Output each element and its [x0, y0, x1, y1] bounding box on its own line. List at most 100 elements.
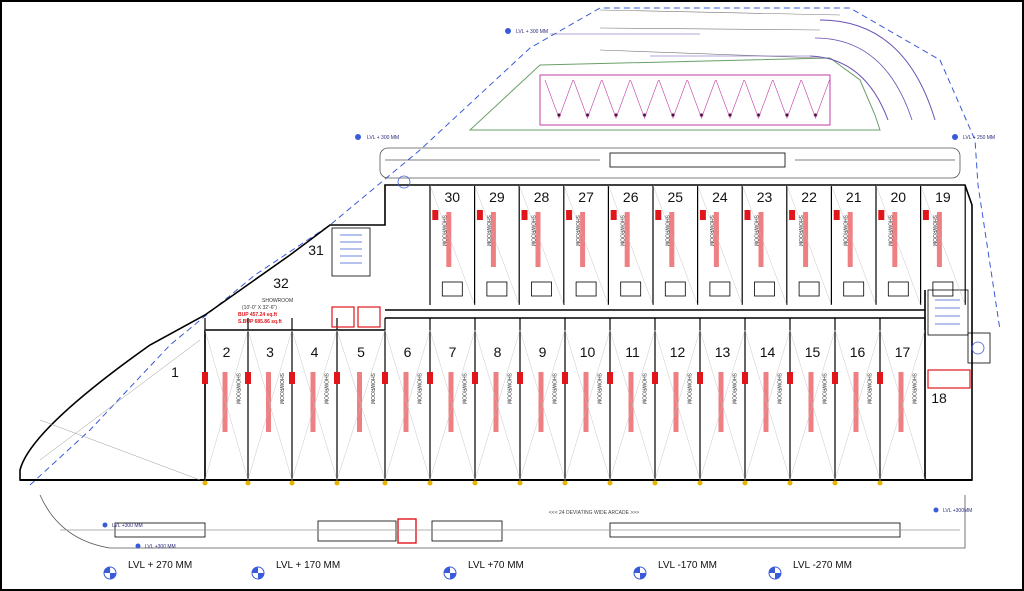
- column-marker: [877, 372, 883, 384]
- shop-label: SHOWROOM: [235, 373, 241, 404]
- area-figure-marker: [669, 212, 675, 267]
- shutter-symbol: [754, 281, 775, 297]
- shop-number-17: 17: [895, 344, 911, 360]
- diagonal-line: [564, 329, 611, 481]
- column-marker: [922, 210, 929, 220]
- shop-number-28: 28: [534, 189, 550, 205]
- column-dot: [697, 480, 703, 486]
- shop-32-bup: BUP 457.24 sq.ft: [238, 312, 277, 318]
- area-figure-marker: [892, 212, 898, 267]
- area-figure-marker: [808, 372, 814, 432]
- diagonal-line: [654, 329, 701, 481]
- shutter-symbol: [531, 281, 552, 297]
- shop-number-4: 4: [311, 344, 319, 360]
- shop-label: SHOWROOM: [753, 215, 759, 246]
- shutter-symbol: [798, 281, 820, 297]
- shop-number-31: 31: [308, 242, 324, 258]
- level-side-2: LVL +300 MM: [145, 544, 176, 550]
- shop-number-7: 7: [449, 344, 457, 360]
- level-text: LVL + 270 MM: [128, 560, 192, 571]
- shutter-symbol: [932, 281, 954, 297]
- level-side-3: LVL +300MM: [943, 508, 972, 514]
- diagonal-line: [609, 329, 656, 481]
- level-top-2: LVL + 300 MM: [367, 135, 399, 141]
- area-figure-marker: [673, 372, 679, 432]
- column-dot: [607, 480, 613, 486]
- diagonal-line: [384, 329, 431, 481]
- shop-number-2: 2: [223, 344, 231, 360]
- level-marker: LVL -170 MM: [633, 560, 717, 580]
- column-marker: [432, 210, 439, 220]
- level-marker: LVL + 270 MM: [103, 560, 192, 580]
- diagonal-line: [789, 329, 836, 481]
- diagonal-line: [744, 329, 791, 481]
- shop-units: 30SHOWROOM29SHOWROOM28SHOWROOM27SHOWROOM…: [202, 184, 966, 486]
- shutter-symbol: [486, 281, 508, 297]
- shop-label: SHOWROOM: [821, 373, 827, 404]
- column-dot: [472, 480, 478, 486]
- shop-label: SHOWROOM: [440, 215, 446, 246]
- area-figure-marker: [490, 212, 496, 267]
- column-marker: [517, 372, 523, 384]
- shop-number-9: 9: [539, 344, 547, 360]
- shop-label: SHOWROOM: [369, 373, 375, 404]
- level-text: LVL +70 MM: [468, 560, 524, 571]
- area-figure-marker: [936, 212, 942, 267]
- stair-core-right: [397, 175, 991, 389]
- level-marker: LVL -270 MM: [768, 560, 852, 580]
- diagonal-line: [429, 184, 475, 306]
- shutter-symbol: [709, 281, 731, 297]
- shop-number-16: 16: [850, 344, 866, 360]
- top-corridor: [379, 147, 961, 179]
- diagonal-line: [699, 329, 746, 481]
- shop-label: SHOWROOM: [506, 373, 512, 404]
- side-level-markers: LVL +300 MM LVL +300 MM LVL +300MM: [102, 507, 972, 550]
- diagonal-line: [474, 329, 521, 481]
- shop-number-13: 13: [715, 344, 731, 360]
- column-dot: [334, 480, 340, 486]
- shop-32-sbup: S.BUP 685.86 sq.ft: [238, 319, 282, 325]
- shop-number-18: 18: [931, 390, 947, 406]
- column-marker: [521, 210, 528, 220]
- column-dot: [787, 480, 793, 486]
- column-dot: [877, 480, 883, 486]
- column-marker: [610, 210, 617, 220]
- column-dot: [832, 480, 838, 486]
- level-marker: LVL +70 MM: [443, 560, 524, 580]
- shop-label: SHOWROOM: [574, 215, 580, 246]
- shop-label: SHOWROOM: [619, 215, 625, 246]
- column-marker: [789, 210, 796, 220]
- area-figure-marker: [898, 372, 904, 432]
- level-text: LVL -170 MM: [658, 560, 717, 571]
- shop-number-32: 32: [273, 275, 289, 291]
- shop-label: SHOWROOM: [278, 373, 284, 404]
- shop-label: SHOWROOM: [686, 373, 692, 404]
- level-side-1: LVL +300 MM: [112, 523, 143, 529]
- shop-number-19: 19: [935, 189, 951, 205]
- shop-number-27: 27: [578, 189, 594, 205]
- shop-label: SHOWROOM: [416, 373, 422, 404]
- site-boundary: [29, 7, 1001, 486]
- shop-label: SHOWROOM: [596, 373, 602, 404]
- column-dot: [245, 480, 251, 486]
- column-dot: [289, 480, 295, 486]
- building-outline: [19, 184, 973, 481]
- shop-number-20: 20: [891, 189, 907, 205]
- area-figure-marker: [446, 212, 452, 267]
- shop-number-14: 14: [760, 344, 776, 360]
- column-marker: [566, 210, 573, 220]
- level-text: LVL -270 MM: [793, 560, 852, 571]
- shop-number-29: 29: [489, 189, 505, 205]
- shop-label: SHOWROOM: [323, 373, 329, 404]
- area-figure-marker: [310, 372, 316, 432]
- shop-label: SHOWROOM: [797, 215, 803, 246]
- diagonal-line: [834, 329, 881, 481]
- shop-label: SHOWROOM: [776, 373, 782, 404]
- arcade-label: <<< 24 DEVIATING WIDE ARCADE >>>: [549, 510, 639, 516]
- column-dot: [382, 480, 388, 486]
- column-marker: [382, 372, 388, 384]
- shop-number-12: 12: [670, 344, 686, 360]
- diagonal-line: [247, 329, 293, 481]
- level-top-3: LVL + 250 MM: [963, 135, 995, 141]
